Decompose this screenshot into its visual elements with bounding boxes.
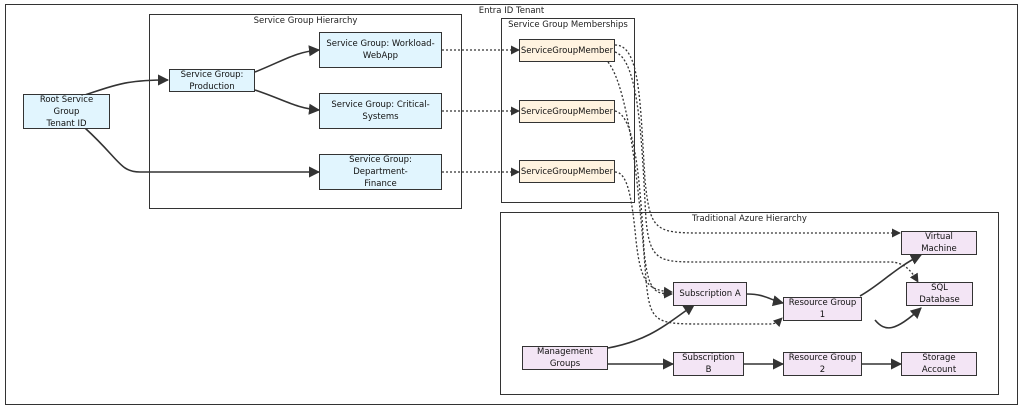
finance-line1: Service Group: Department- <box>349 155 412 177</box>
edge-production-critical <box>254 89 321 115</box>
finance-line2: Finance <box>364 179 397 189</box>
service-group-member-2-node[interactable]: ServiceGroupMember <box>519 100 615 123</box>
rg2-label: Resource Group 2 <box>788 353 857 375</box>
hierarchy-cluster: Service Group Hierarchy <box>149 14 462 209</box>
edge-root-production <box>84 74 170 96</box>
service-group-member-3-node[interactable]: ServiceGroupMember <box>519 160 615 183</box>
sql-label: SQL Database <box>919 283 960 305</box>
tenant-cluster: Entra ID Tenant <box>5 4 1018 405</box>
memberships-title: Service Group Memberships <box>508 20 628 30</box>
resource-group-2-node[interactable]: Resource Group 2 <box>783 352 862 376</box>
storage-account-node[interactable]: Storage Account <box>901 352 977 376</box>
edge-member2-subA <box>614 110 673 299</box>
edge-production-workload <box>254 45 321 73</box>
hierarchy-title: Service Group Hierarchy <box>253 16 358 26</box>
edge-rg1-sql <box>874 307 922 329</box>
subA-label: Subscription A <box>679 289 741 299</box>
workload-line2: WebApp <box>362 51 399 61</box>
sql-database-node[interactable]: SQL Database <box>906 282 973 306</box>
production-node[interactable]: Service Group: Production <box>169 69 255 92</box>
edge-subA-rg1 <box>746 293 785 307</box>
root-line1: Root Service Group <box>39 94 94 117</box>
subscription-a-node[interactable]: Subscription A <box>673 282 747 306</box>
management-groups-node[interactable]: Management Groups <box>522 346 608 370</box>
subscription-b-node[interactable]: Subscription B <box>673 352 744 376</box>
virtual-machine-node[interactable]: Virtual Machine <box>901 231 977 255</box>
azure-cluster: Traditional Azure Hierarchy <box>500 212 999 395</box>
rg1-label: Resource Group 1 <box>788 298 857 320</box>
root-line2: Tenant ID <box>46 118 87 129</box>
member3-label: ServiceGroupMember <box>520 166 614 177</box>
critical-line1: Service Group: Critical- <box>331 100 430 110</box>
member2-label: ServiceGroupMember <box>520 106 614 117</box>
critical-systems-node[interactable]: Service Group: Critical- Systems <box>319 93 442 129</box>
member1-label: ServiceGroupMember <box>520 45 614 56</box>
workload-webapp-node[interactable]: Service Group: Workload- WebApp <box>319 32 442 68</box>
tenant-title: Entra ID Tenant <box>478 6 545 16</box>
resource-group-1-node[interactable]: Resource Group 1 <box>783 297 862 321</box>
mgmt-label: Management Groups <box>537 347 593 369</box>
workload-line1: Service Group: Workload- <box>326 39 435 49</box>
azure-title: Traditional Azure Hierarchy <box>692 214 807 224</box>
storage-label: Storage Account <box>921 353 957 375</box>
edge-member1-vm <box>614 44 901 238</box>
department-finance-node[interactable]: Service Group: Department- Finance <box>319 154 442 190</box>
edge-rg1-vm <box>859 254 923 297</box>
edge-mgmt-subA <box>607 304 695 349</box>
edge-root-finance <box>84 127 321 178</box>
root-service-group-node[interactable]: Root Service Group Tenant ID <box>23 94 110 129</box>
vm-label: Virtual Machine <box>921 232 957 254</box>
service-group-member-1-node[interactable]: ServiceGroupMember <box>519 39 615 62</box>
memberships-cluster: Service Group Memberships <box>501 18 635 203</box>
subB-label: Subscription B <box>682 353 735 375</box>
edge-member1-sql <box>614 51 919 283</box>
edge-member3-subA <box>614 171 673 296</box>
edge-member1-rg1 <box>607 61 783 328</box>
critical-line2: Systems <box>362 112 399 122</box>
production-label: Service Group: Production <box>180 69 244 92</box>
